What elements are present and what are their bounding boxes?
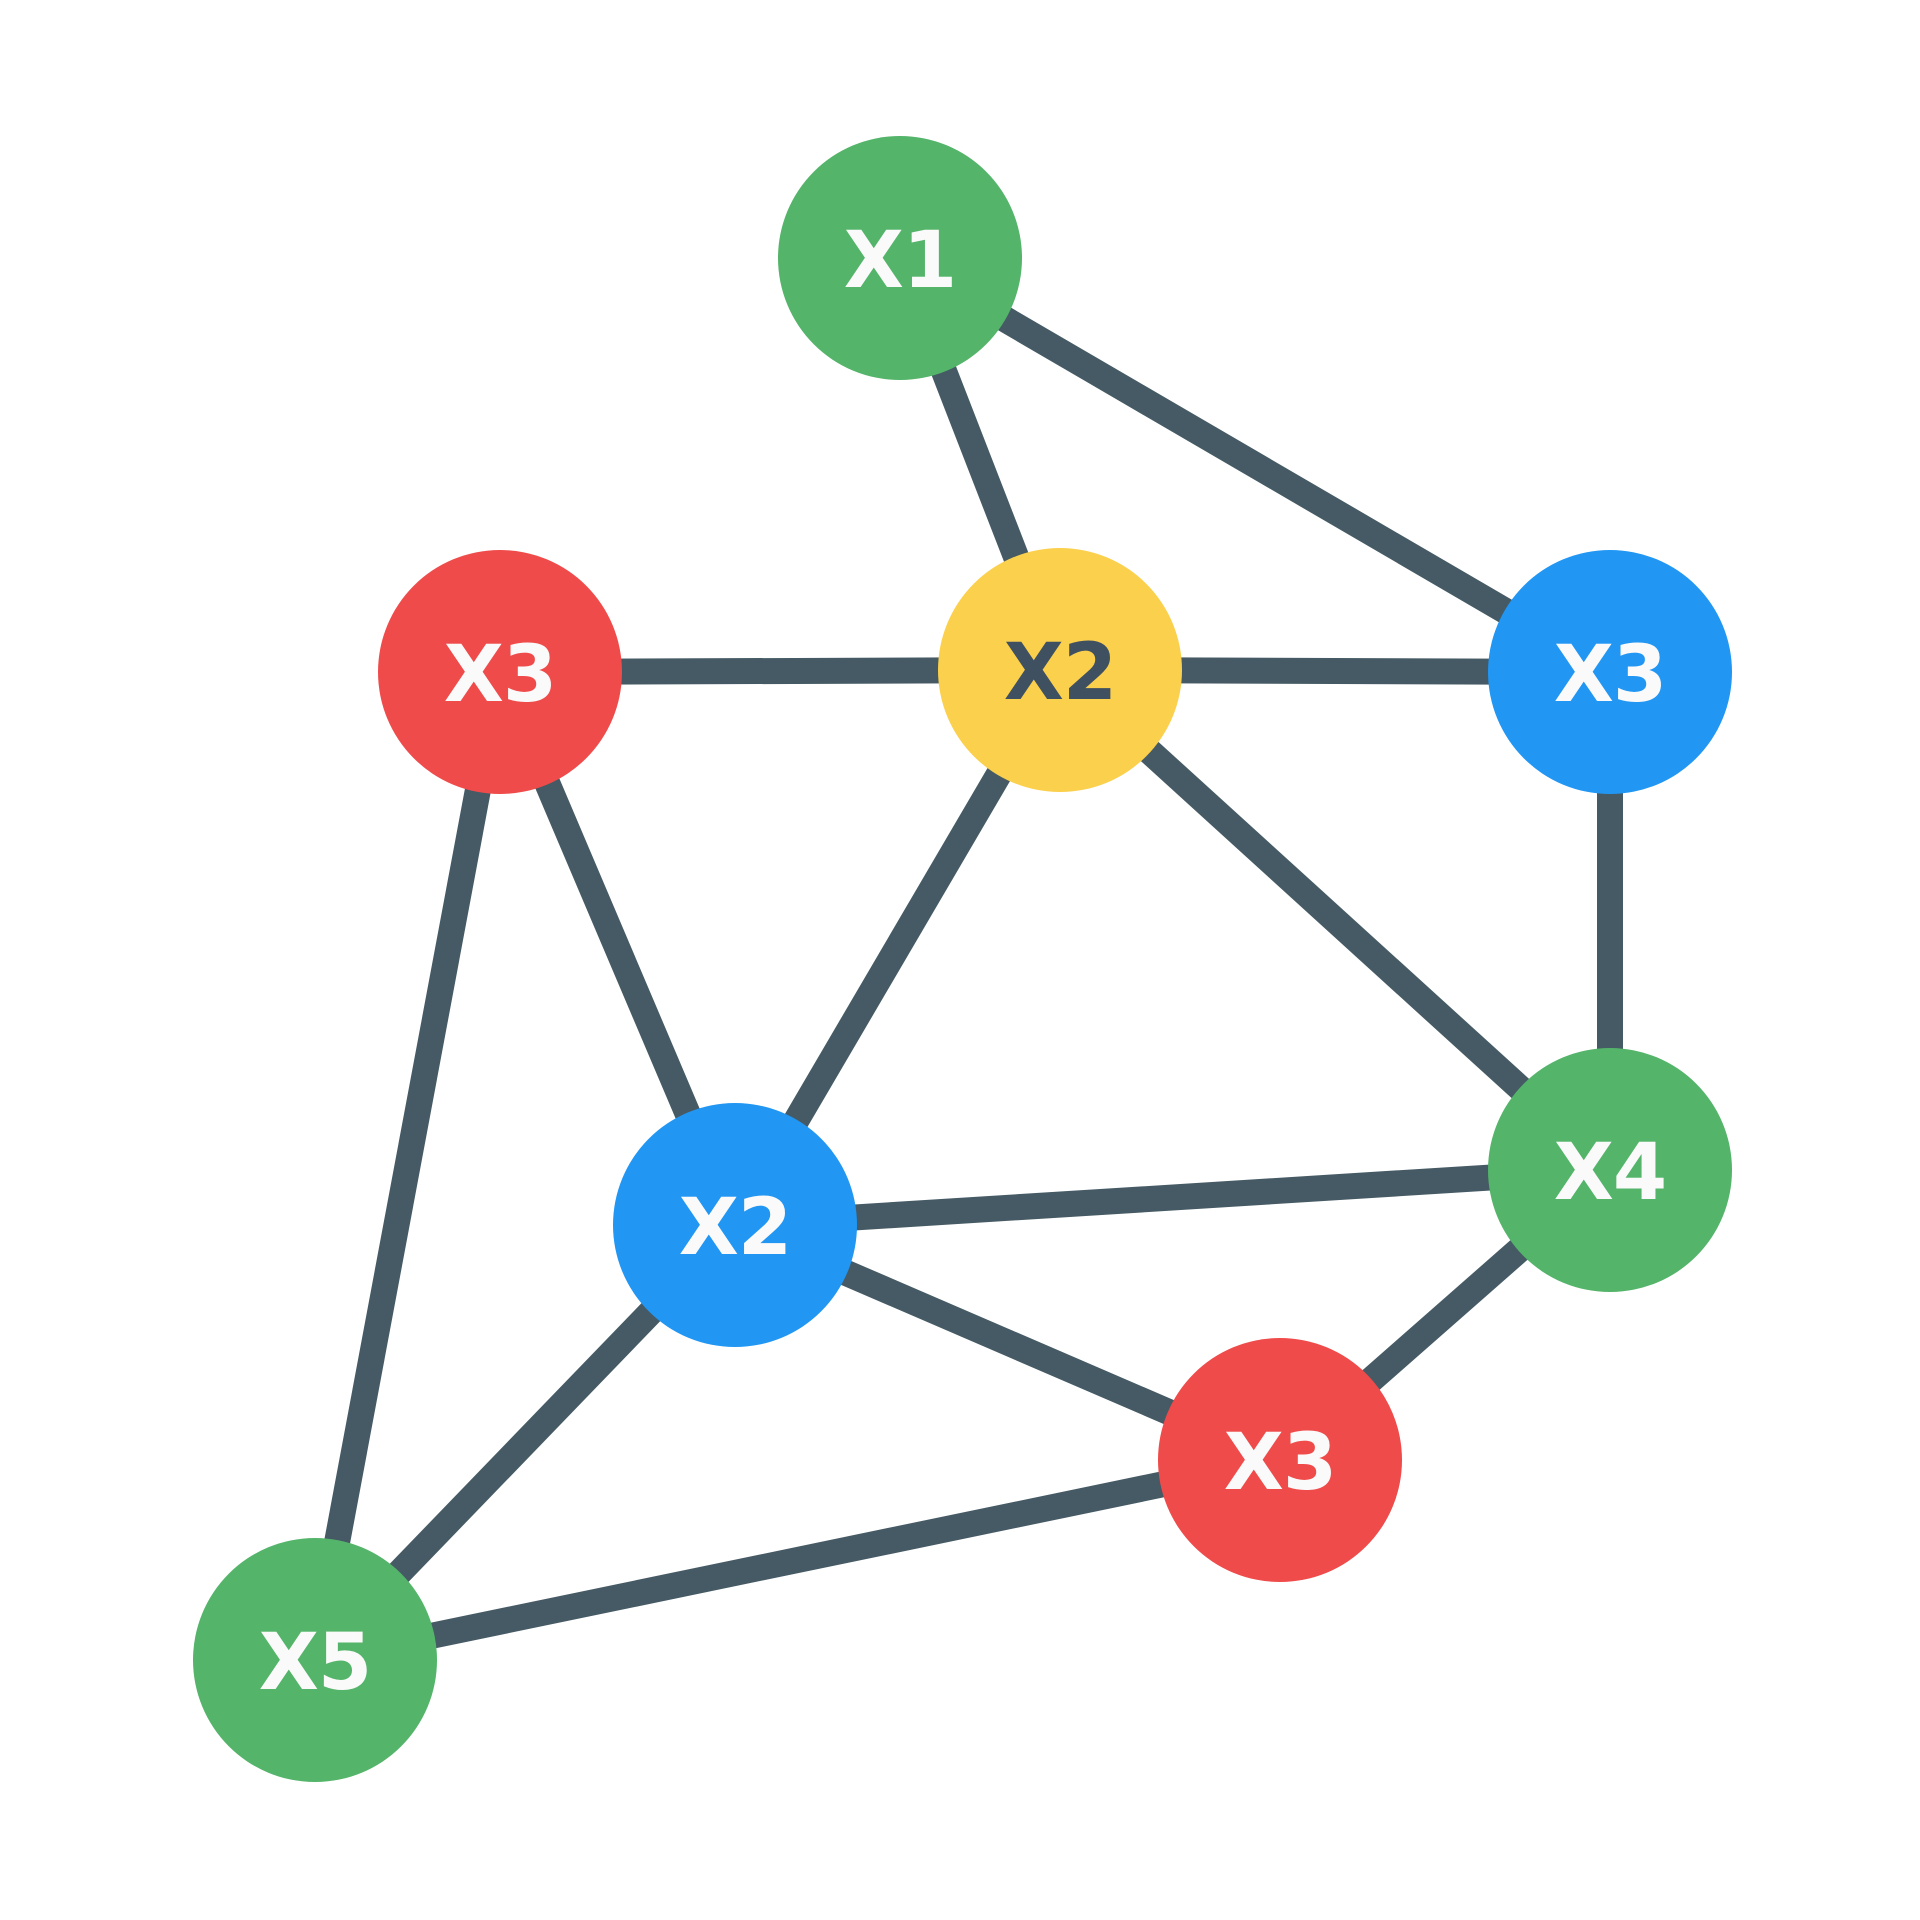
edges-layer [302,246,1623,1673]
graph-edge[interactable] [893,246,1617,684]
node-label: X2 [1004,628,1116,718]
graph-node[interactable]: X1 [778,136,1022,380]
node-circle-blue[interactable] [1488,550,1732,794]
graph-node[interactable]: X2 [938,548,1182,792]
graph-node[interactable]: X3 [1158,1338,1402,1582]
node-label: X1 [844,216,956,306]
graph-edge[interactable] [734,1157,1611,1238]
graph-node[interactable]: X2 [613,1103,857,1347]
node-label: X3 [1224,1418,1336,1508]
graph-edge[interactable] [302,669,513,1663]
graph-node[interactable]: X4 [1488,1048,1732,1292]
node-label: X3 [1554,630,1666,720]
node-circle-red[interactable] [378,550,622,794]
graph-edge[interactable] [312,1447,1283,1673]
node-label: X3 [444,630,556,720]
node-circle-green[interactable] [1488,1048,1732,1292]
graph-node[interactable]: X3 [1488,550,1732,794]
graph-edge[interactable] [1051,660,1619,1180]
node-circle-red[interactable] [1158,1338,1402,1582]
node-circle-green[interactable] [778,136,1022,380]
node-circle-green[interactable] [193,1538,437,1782]
node-circle-blue[interactable] [613,1103,857,1347]
node-label: X2 [679,1183,791,1273]
graph-node[interactable]: X5 [193,1538,437,1782]
node-label: X5 [259,1618,371,1708]
node-label: X4 [1554,1128,1666,1218]
graph-node[interactable]: X3 [378,550,622,794]
node-circle-yellow[interactable] [938,548,1182,792]
